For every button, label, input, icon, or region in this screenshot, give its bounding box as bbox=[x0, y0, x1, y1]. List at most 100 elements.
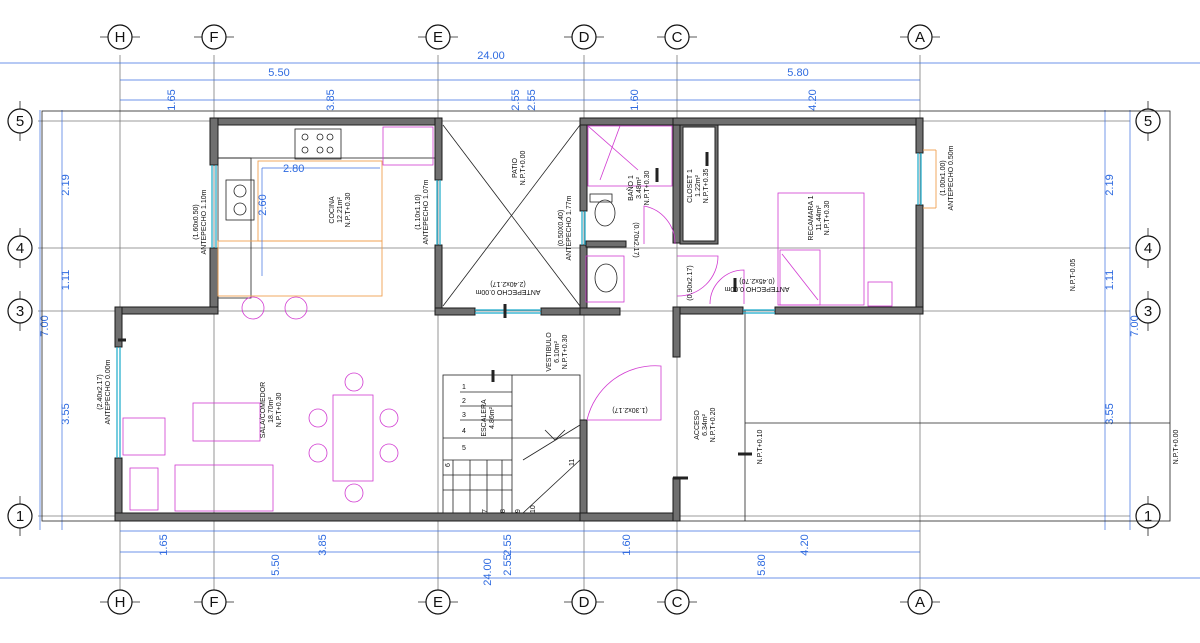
dimensions-left: 7.00 2.19 1.11 3.55 bbox=[39, 110, 72, 530]
svg-text:C: C bbox=[672, 29, 683, 46]
basin-icon bbox=[594, 263, 618, 293]
svg-text:1.65: 1.65 bbox=[166, 89, 178, 110]
level-label-npt-005: N.P.T-0.05 bbox=[1070, 259, 1077, 292]
svg-text:(2.40x2.17): (2.40x2.17) bbox=[97, 374, 104, 409]
axis-bubble-1: 1 bbox=[7, 496, 33, 536]
svg-text:ACCESO: ACCESO bbox=[694, 410, 701, 440]
svg-text:ANTEPECHO 0.00m: ANTEPECHO 0.00m bbox=[475, 288, 540, 295]
svg-text:4: 4 bbox=[1144, 240, 1152, 257]
dimensions-right: 2.19 1.11 3.55 7.00 bbox=[1104, 110, 1141, 530]
svg-text:5: 5 bbox=[1144, 113, 1152, 130]
svg-text:H: H bbox=[115, 29, 126, 46]
room-label-sala: SALA/COMEDOR 18.70m² N.P.T+0.30 bbox=[260, 382, 283, 438]
opening-label-kitchen-left: (1.60x0.50) ANTEPECHO 1.10m bbox=[193, 189, 208, 254]
svg-text:(1.60x0.50): (1.60x0.50) bbox=[193, 204, 200, 239]
svg-text:N.P.T+0.35: N.P.T+0.35 bbox=[703, 169, 710, 204]
svg-text:2.60: 2.60 bbox=[257, 194, 269, 215]
axis-bubble-5-right: 5 bbox=[1135, 101, 1161, 141]
axis-bubbles-bottom: H F E D C A bbox=[100, 589, 940, 615]
axis-bubble-F: F bbox=[194, 24, 234, 50]
svg-text:2.19: 2.19 bbox=[1104, 174, 1116, 195]
svg-text:2.55: 2.55 bbox=[502, 534, 514, 555]
room-label-cocina: COCINA 12.21m² N.P.T+0.30 bbox=[329, 193, 352, 228]
axis-bubble-4-right: 4 bbox=[1135, 228, 1161, 268]
svg-text:6: 6 bbox=[445, 463, 452, 467]
axis-bubble-F-bottom: F bbox=[194, 589, 234, 615]
opening-label-recamara: (1.00x1.00) ANTEPECHO 0.50m bbox=[940, 145, 955, 210]
patio-void bbox=[442, 124, 581, 307]
svg-text:(2.40x2.17): (2.40x2.17) bbox=[490, 280, 525, 287]
svg-text:7: 7 bbox=[482, 509, 489, 513]
svg-text:3.55: 3.55 bbox=[1104, 403, 1116, 424]
svg-text:7.00: 7.00 bbox=[39, 315, 51, 336]
axis-bubble-1-right: 1 bbox=[1135, 496, 1161, 536]
svg-text:SALA/COMEDOR: SALA/COMEDOR bbox=[260, 382, 267, 438]
stove-icon bbox=[294, 128, 342, 160]
room-label-recamara: RECAMARA 1 11.44m² N.P.T+0.30 bbox=[808, 195, 831, 240]
opening-label-patio-right: (0.50X0.40) ANTEPECHO 1.77m bbox=[558, 195, 573, 260]
axis-bubble-H-bottom: H bbox=[100, 589, 140, 615]
svg-text:4: 4 bbox=[462, 428, 466, 435]
svg-text:6.10m²: 6.10m² bbox=[554, 340, 561, 362]
axis-bubble-5: 5 bbox=[7, 101, 33, 141]
svg-text:5.50: 5.50 bbox=[270, 554, 282, 575]
room-label-bano: BAÑO 1 3.48m² N.P.T+0.30 bbox=[626, 171, 651, 206]
svg-text:H: H bbox=[115, 594, 126, 611]
svg-text:D: D bbox=[579, 594, 590, 611]
svg-text:3: 3 bbox=[16, 303, 24, 320]
room-label-closet: CLOSET 1 1.22m² N.P.T+0.35 bbox=[687, 169, 710, 204]
svg-text:ANTEPECHO 0.50m: ANTEPECHO 0.50m bbox=[948, 145, 955, 210]
axis-bubble-A: A bbox=[900, 24, 940, 50]
room-label-patio: PATIO N.P.T+0.00 bbox=[512, 151, 527, 186]
svg-text:PATIO: PATIO bbox=[512, 157, 519, 178]
dimensions-top: 24.00 5.50 2.55 5.80 1.65 3.85 2.55 1.60… bbox=[0, 50, 1200, 111]
svg-text:8: 8 bbox=[500, 509, 507, 513]
svg-text:3.85: 3.85 bbox=[325, 89, 337, 110]
svg-text:24.00: 24.00 bbox=[482, 558, 494, 586]
svg-text:4: 4 bbox=[16, 240, 24, 257]
level-label-npt-010: N.P.T+0.10 bbox=[757, 430, 764, 465]
svg-text:ANTEPECHO 1.07m: ANTEPECHO 1.07m bbox=[423, 179, 430, 244]
axis-bubble-A-bottom: A bbox=[900, 589, 940, 615]
svg-text:VESTIBULO: VESTIBULO bbox=[546, 332, 553, 372]
svg-text:N.P.T+0.30: N.P.T+0.30 bbox=[276, 393, 283, 428]
svg-text:RECAMARA 1: RECAMARA 1 bbox=[808, 195, 815, 240]
svg-text:24.00: 24.00 bbox=[477, 50, 505, 62]
svg-text:BAÑO 1: BAÑO 1 bbox=[626, 175, 635, 201]
room-label-escalera: ESCALERA 4.86m² bbox=[481, 399, 496, 437]
bath-fixtures bbox=[585, 125, 673, 303]
svg-text:F: F bbox=[209, 594, 218, 611]
svg-text:2.80: 2.80 bbox=[283, 163, 304, 175]
bedroom-furniture bbox=[777, 192, 893, 307]
svg-text:4.86m²: 4.86m² bbox=[489, 406, 496, 428]
axis-bubble-3: 3 bbox=[7, 291, 33, 331]
svg-text:9: 9 bbox=[515, 509, 522, 513]
room-label-acceso: ACCESO 6.34m² N.P.T+0.20 bbox=[694, 408, 717, 443]
svg-text:2.55: 2.55 bbox=[510, 89, 522, 110]
svg-text:A: A bbox=[915, 594, 925, 611]
axis-bubble-D: D bbox=[564, 24, 604, 50]
lot-outline bbox=[41, 110, 1171, 522]
svg-text:(1.10x1.10): (1.10x1.10) bbox=[415, 194, 422, 229]
svg-text:1: 1 bbox=[16, 508, 24, 525]
opening-label-door-bath: (0.70x2.17) bbox=[632, 222, 639, 257]
kitchen-furniture: 2.80 2.60 bbox=[217, 124, 436, 320]
svg-text:E: E bbox=[433, 594, 443, 611]
svg-text:7.00: 7.00 bbox=[1129, 315, 1141, 336]
living-furniture bbox=[122, 372, 399, 512]
svg-text:ANTEPECHO 1.10m: ANTEPECHO 1.10m bbox=[201, 189, 208, 254]
svg-text:2.19: 2.19 bbox=[60, 174, 72, 195]
svg-text:N.P.T+0.30: N.P.T+0.30 bbox=[644, 171, 651, 206]
svg-text:ANTEPECHO 1.77m: ANTEPECHO 1.77m bbox=[566, 195, 573, 260]
axis-bubbles-top: H F E D C A bbox=[100, 24, 940, 50]
svg-text:5.50: 5.50 bbox=[268, 67, 289, 79]
svg-text:4.20: 4.20 bbox=[807, 89, 819, 110]
svg-text:1.60: 1.60 bbox=[629, 89, 641, 110]
svg-text:3.85: 3.85 bbox=[317, 534, 329, 555]
svg-text:5: 5 bbox=[462, 445, 466, 452]
svg-text:1.22m²: 1.22m² bbox=[695, 174, 702, 196]
toilet-icon bbox=[594, 199, 616, 227]
axis-bubbles-left: 5 4 3 1 bbox=[7, 101, 33, 536]
svg-text:F: F bbox=[209, 29, 218, 46]
